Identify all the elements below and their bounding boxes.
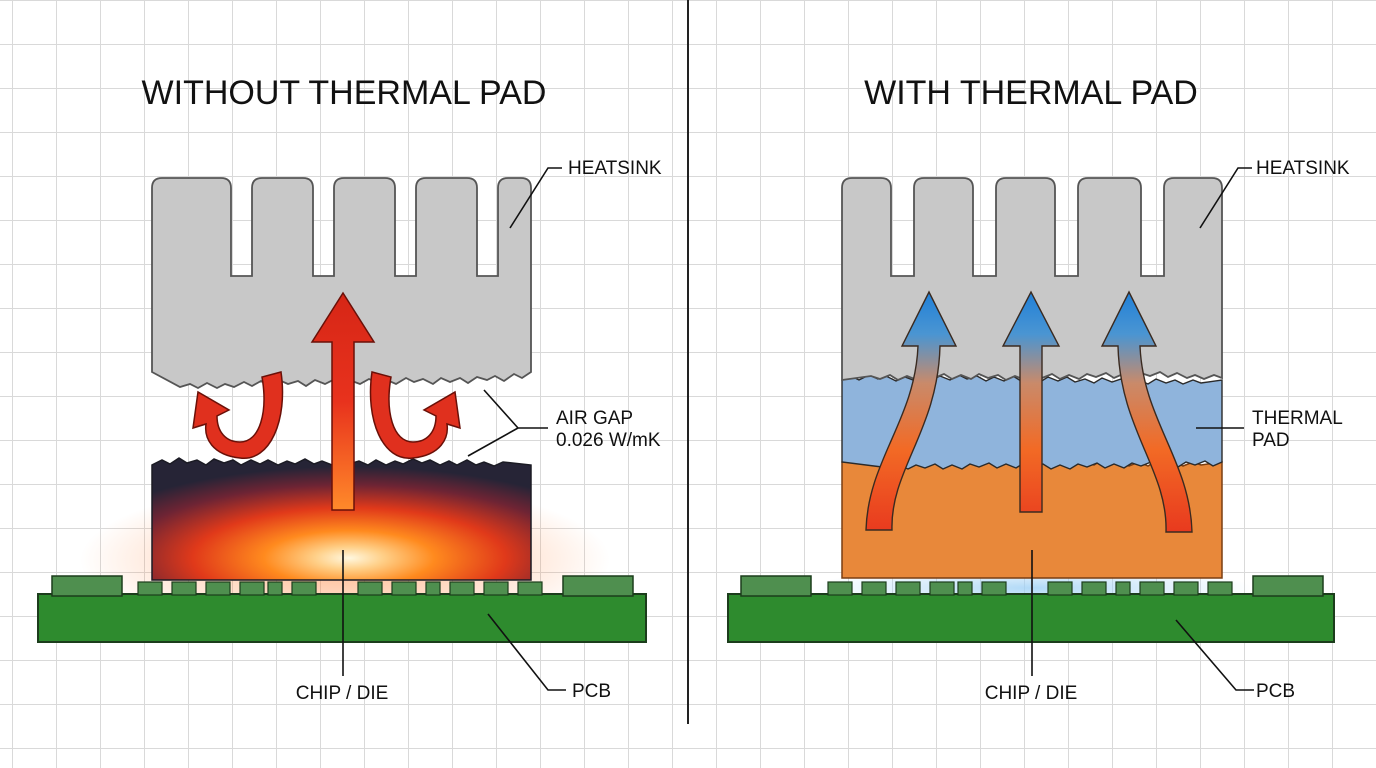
chip-label: CHIP / DIE xyxy=(296,683,389,704)
heat-flow-arrow-center xyxy=(1001,290,1061,513)
left-panel: WITHOUT THERMAL PAD xyxy=(37,74,662,704)
heatsink-label: HEATSINK xyxy=(568,158,662,179)
heatsink-leader-line xyxy=(1199,167,1252,229)
air-gap-leader-line xyxy=(467,427,519,457)
air-gap-label: AIR GAP xyxy=(556,408,633,429)
pcb-component xyxy=(740,575,812,597)
heatsink xyxy=(151,177,532,390)
reflected-heat-arrow-right xyxy=(369,371,461,459)
solder-bumps xyxy=(137,581,543,596)
pcb-leader-line xyxy=(1175,619,1254,691)
heat-flow-arrow-left xyxy=(865,290,958,531)
pcb-leader-line xyxy=(487,613,566,691)
heatsink-label: HEATSINK xyxy=(1256,158,1350,179)
thermal-pad-label: THERMAL xyxy=(1252,408,1343,429)
pcb-component xyxy=(1252,575,1324,597)
air-gap-leader-line xyxy=(483,389,548,429)
pcb-board xyxy=(727,593,1335,643)
heatsink-leader-line xyxy=(509,167,562,229)
solder-bumps xyxy=(827,581,1233,596)
chip-label: CHIP / DIE xyxy=(985,683,1078,704)
pcb-label: PCB xyxy=(1256,681,1295,702)
pcb-label: PCB xyxy=(572,681,611,702)
pcb-component xyxy=(562,575,634,597)
thermal-pad-label-line2: PAD xyxy=(1252,430,1290,451)
right-panel-title: WITH THERMAL PAD xyxy=(864,74,1198,112)
heat-flow-arrow-right xyxy=(1100,290,1193,533)
pcb-component xyxy=(51,575,123,597)
air-gap-conductivity: 0.026 W/mK xyxy=(556,430,661,451)
heat-flow-arrow xyxy=(310,291,376,511)
reflected-heat-arrow-left xyxy=(192,371,284,459)
pcb-board xyxy=(37,593,647,643)
right-panel: WITH THERMAL PAD xyxy=(727,74,1350,704)
left-panel-title: WITHOUT THERMAL PAD xyxy=(142,74,547,112)
